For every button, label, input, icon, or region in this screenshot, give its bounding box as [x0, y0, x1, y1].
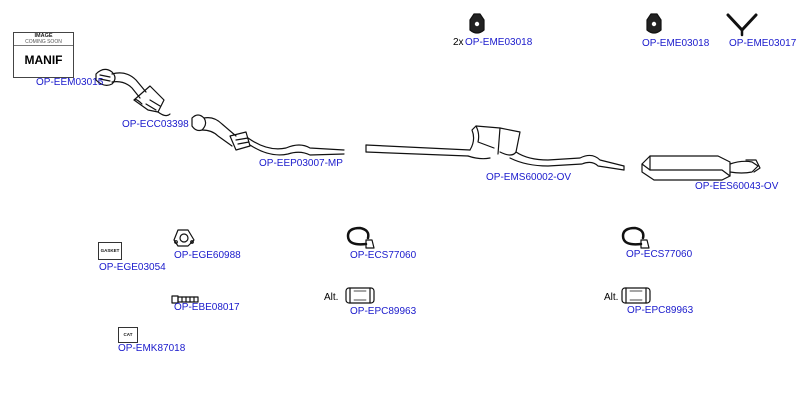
rubber-mount-shape-right	[646, 13, 662, 34]
pipe-connector-shape-left	[345, 287, 375, 304]
gasket-box-label: GASKET	[100, 248, 120, 253]
part-link-eep03007[interactable]: OP-EEP03007-MP	[259, 158, 343, 169]
bolt-shape	[171, 295, 199, 304]
alternative-note-left: Alt.	[324, 292, 339, 303]
part-link-epc89963-right[interactable]: OP-EPC89963	[627, 305, 694, 316]
part-link-ecs77060-right[interactable]: OP-ECS77060	[626, 249, 693, 260]
part-link-ems60002[interactable]: OP-EMS60002-OV	[486, 172, 572, 183]
alternative-note-right: Alt.	[604, 292, 619, 303]
clamp-shape-left	[346, 226, 375, 249]
part-link-emk87018[interactable]: OP-EMK87018	[118, 343, 186, 354]
placeholder-sub-text: COMING SOON	[14, 39, 73, 46]
part-link-ege60988[interactable]: OP-EGE60988	[174, 250, 241, 261]
part-link-epc89963-left[interactable]: OP-EPC89963	[350, 306, 417, 317]
clamp-shape-right	[621, 226, 650, 249]
part-link-eem03015[interactable]: OP-EEM03015	[36, 77, 104, 88]
rear-silencer-shape	[641, 155, 761, 181]
manifold-image-placeholder: IMAGE COMING SOON MANIF	[13, 32, 74, 78]
part-link-eme03018-left[interactable]: OP-EME03018	[465, 37, 533, 48]
manifold-label: MANIF	[24, 53, 63, 67]
quantity-note: 2x	[453, 37, 464, 48]
part-link-ege03054[interactable]: OP-EGE03054	[99, 262, 166, 273]
part-link-ebe08017[interactable]: OP-EBE08017	[174, 302, 240, 313]
part-link-ecs77060-left[interactable]: OP-ECS77060	[350, 250, 417, 261]
part-link-ecc03398[interactable]: OP-ECC03398	[122, 119, 189, 130]
front-pipe-shape	[95, 68, 171, 117]
mounting-kit-box: CAT	[118, 327, 138, 343]
hanger-bracket-shape	[726, 13, 758, 37]
pipe-connector-shape-right	[621, 287, 651, 304]
part-link-ees60043[interactable]: OP-EES60043-OV	[695, 181, 779, 192]
placeholder-top-text: IMAGE	[34, 33, 53, 39]
cat-box-label: CAT	[123, 332, 133, 337]
rubber-mount-shape-left	[469, 13, 485, 34]
gasket-kit-box: GASKET	[98, 242, 122, 260]
centre-silencer-shape	[365, 125, 625, 171]
catalytic-converter-shape	[191, 114, 345, 156]
part-link-eme03017[interactable]: OP-EME03017	[729, 38, 797, 49]
gasket-ring-shape	[173, 229, 195, 247]
part-link-eme03018-right[interactable]: OP-EME03018	[642, 38, 710, 49]
